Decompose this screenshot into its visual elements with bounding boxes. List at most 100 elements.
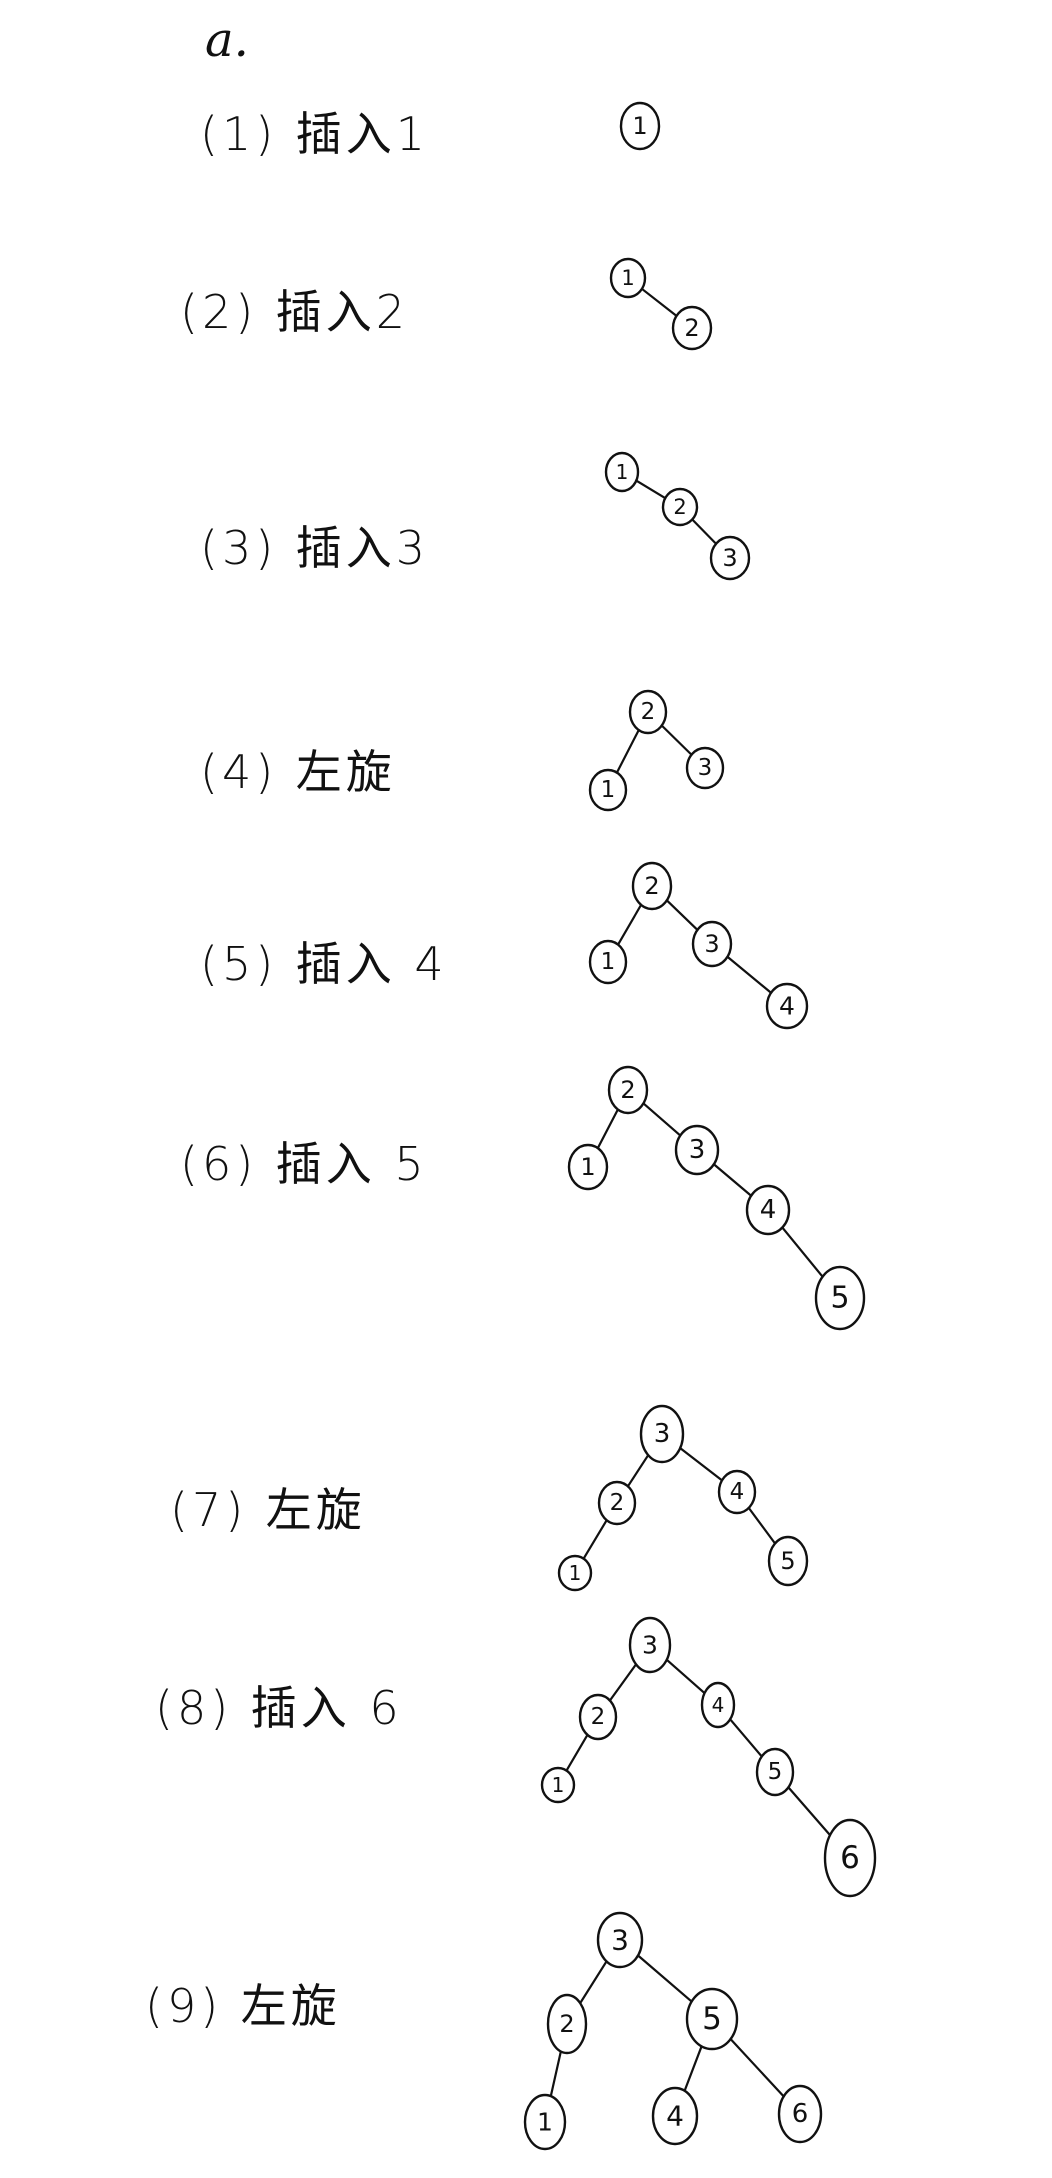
node-value: 5: [830, 1281, 849, 1316]
node-circle: [619, 101, 661, 151]
node-circle: [767, 1535, 809, 1587]
tree-node-4: 4: [765, 982, 809, 1030]
node-value: 4: [712, 1693, 725, 1717]
node-value: 2: [644, 872, 659, 900]
node-value: 1: [580, 1153, 595, 1181]
tree-node-2: 2: [597, 1480, 637, 1526]
tree-node-1: 1: [567, 1143, 609, 1191]
edge-2-3: [663, 897, 701, 933]
edge-3-4: [663, 1656, 708, 1697]
node-value: 2: [610, 1490, 625, 1516]
tree-node-3: 3: [685, 746, 725, 790]
node-circle: [588, 939, 628, 985]
step-label-4: (4) 左旋: [200, 745, 396, 799]
node-value: 1: [552, 1773, 565, 1797]
step-label-3: (3) 插入3: [200, 521, 430, 575]
tree-node-2: 2: [671, 305, 713, 351]
edge-2-3: [690, 517, 719, 547]
edge-2-1: [595, 1104, 621, 1153]
node-circle: [596, 1911, 644, 1969]
node-circle: [823, 1818, 877, 1898]
node-value: 3: [654, 1419, 671, 1449]
node-value: 3: [722, 544, 737, 572]
edge-3-4: [724, 954, 774, 995]
node-circle: [765, 982, 809, 1030]
node-value: 1: [601, 777, 616, 803]
node-circle: [717, 1469, 757, 1515]
node-value: 2: [673, 495, 686, 519]
node-value: 3: [704, 930, 719, 958]
edge-2-3: [640, 1100, 684, 1139]
edge-1-2: [633, 478, 668, 500]
tree-node-5: 5: [814, 1265, 866, 1331]
node-circle: [671, 305, 713, 351]
tree-node-3: 3: [596, 1911, 644, 1969]
node-circle: [628, 1616, 672, 1674]
node-value: 1: [632, 112, 647, 140]
tree-node-1: 1: [523, 2093, 567, 2151]
tree-node-5: 5: [685, 1987, 739, 2051]
tree-node-3: 3: [639, 1404, 685, 1464]
tree-step-5: 2 1 3 4: [588, 861, 809, 1030]
tree-node-2: 2: [607, 1065, 649, 1115]
node-value: 1: [601, 949, 616, 975]
node-circle: [700, 1681, 736, 1729]
node-circle: [685, 1987, 739, 2051]
node-circle: [691, 920, 733, 968]
tree-node-6: 6: [777, 2084, 823, 2144]
tree-node-3: 3: [674, 1124, 720, 1176]
node-value: 4: [730, 1479, 745, 1505]
node-value: 1: [616, 460, 629, 484]
tree-node-6: 6: [823, 1818, 877, 1898]
tree-node-2: 2: [578, 1693, 618, 1741]
edge-2-1: [581, 1516, 610, 1562]
tree-node-3: 3: [628, 1616, 672, 1674]
tree-node-1: 1: [588, 939, 628, 985]
section-heading: a.: [205, 12, 249, 68]
step-label-1: (1) 插入1: [200, 107, 430, 161]
node-circle: [557, 1554, 593, 1592]
node-value: 5: [702, 2001, 722, 2037]
tree-node-2: 2: [628, 689, 668, 735]
node-value: 2: [684, 314, 699, 342]
node-circle: [588, 768, 628, 812]
edge-2-1: [614, 726, 642, 776]
node-circle: [567, 1143, 609, 1191]
tree-node-1: 1: [540, 1766, 576, 1804]
node-circle: [540, 1766, 576, 1804]
edge-5-4: [681, 2040, 705, 2098]
node-circle: [607, 1065, 649, 1115]
step-label-8: (8) 插入 6: [155, 1681, 403, 1735]
node-value: 1: [621, 266, 634, 290]
tree-node-1: 1: [619, 101, 661, 151]
node-value: 6: [792, 2099, 809, 2129]
node-circle: [597, 1480, 637, 1526]
node-value: 3: [642, 1631, 658, 1660]
node-circle: [674, 1124, 720, 1176]
node-circle: [661, 487, 699, 527]
tree-node-2: 2: [661, 487, 699, 527]
node-value: 5: [780, 1547, 795, 1575]
node-value: 2: [641, 699, 656, 725]
node-value: 2: [559, 2010, 574, 2038]
node-circle: [628, 689, 668, 735]
tree-step-1: 1: [619, 101, 661, 151]
edge-4-5: [746, 1504, 779, 1548]
node-circle: [609, 257, 647, 299]
tree-step-3: 1 2 3: [604, 451, 751, 581]
edge-3-2: [625, 1449, 653, 1490]
edge-4-5: [779, 1224, 827, 1282]
node-circle: [639, 1404, 685, 1464]
tree-node-3: 3: [691, 920, 733, 968]
node-value: 2: [620, 1076, 635, 1104]
edge-3-2: [606, 1659, 640, 1705]
node-circle: [709, 535, 751, 581]
node-circle: [523, 2093, 567, 2151]
edge-3-2: [575, 1956, 610, 2010]
tree-node-2: 2: [631, 861, 673, 911]
node-value: 4: [779, 992, 795, 1021]
edge-3-4: [711, 1161, 754, 1199]
